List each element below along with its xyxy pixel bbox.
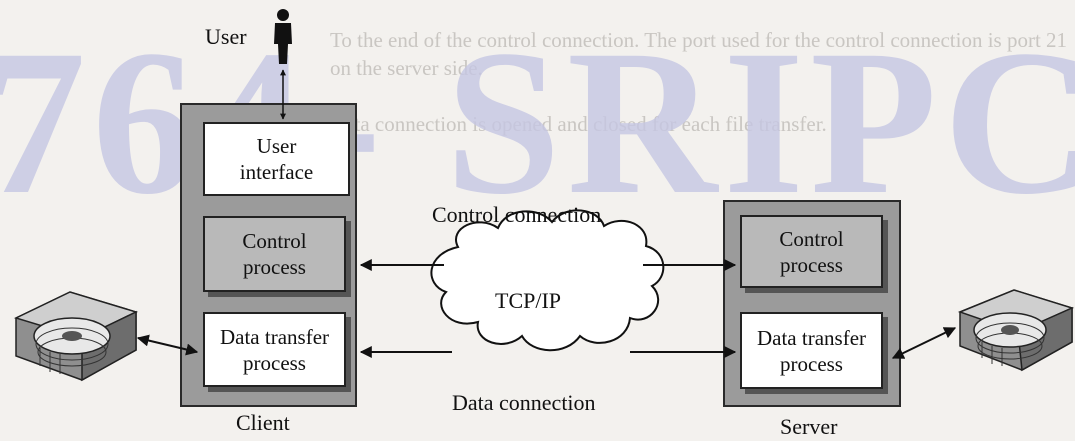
data-connection-label: Data connection [452, 390, 596, 415]
client-disk-arrow [136, 334, 199, 356]
user-label: User [205, 24, 247, 49]
client-data-transfer-process-label: Data transfer process [219, 324, 330, 375]
tcp-ip-cloud [430, 209, 665, 352]
user-figure-icon [274, 9, 292, 64]
client-label: Client [236, 410, 290, 435]
background-text-line: Data connection is opened and closed for… [330, 112, 827, 136]
background-text-line: To the end of the control connection. Th… [330, 28, 1068, 80]
user-interface-box: User interface [203, 122, 350, 196]
server-control-process-box: Control process [740, 215, 883, 288]
server-control-process-label: Control process [779, 226, 844, 277]
server-data-transfer-process-label: Data transfer process [756, 325, 867, 376]
client-data-transfer-process-box: Data transfer process [203, 312, 346, 387]
faded-background-text: To the end of the control connection. Th… [330, 26, 1070, 138]
control-connection-label: Control connection [432, 202, 602, 227]
user-interface-label: User interface [239, 134, 314, 184]
server-label: Server [780, 414, 838, 439]
server-disk-drive-icon [957, 289, 1075, 372]
watermark: 764- SRIPC [0, 7, 1075, 237]
tcp-ip-label: TCP/IP [495, 288, 562, 313]
client-disk-drive-icon [13, 291, 139, 382]
client-control-process-box: Control process [203, 216, 346, 292]
server-disk-arrow [891, 327, 957, 359]
server-data-transfer-process-box: Data transfer process [740, 312, 883, 389]
client-control-process-label: Control process [242, 229, 307, 279]
